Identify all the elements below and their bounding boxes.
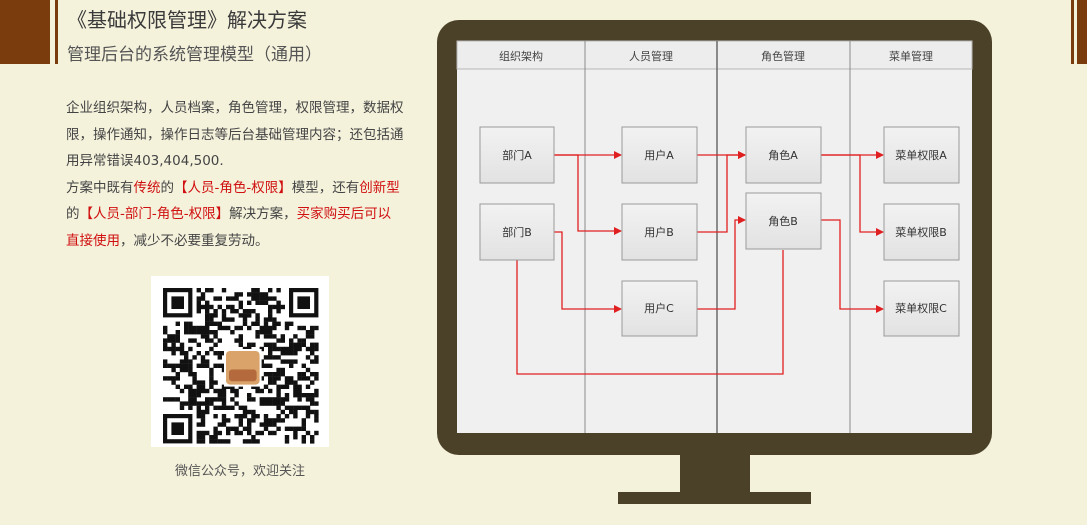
desc-text: 模型，还有 (291, 179, 360, 196)
node-label: 用户A (644, 148, 674, 162)
node-user-a (621, 126, 698, 184)
arrow-userB-roleA (697, 151, 746, 233)
node-label: 部门A (502, 148, 532, 162)
node-label: 用户B (644, 225, 674, 239)
link-deptB-roleB (516, 250, 784, 375)
column-header-roles: 角色管理 (761, 49, 805, 63)
arrow-deptB-userC (554, 231, 622, 313)
node-menu-b (883, 203, 960, 261)
desc-text: 解决方案， (229, 206, 297, 222)
desc-highlight-traditional: 传统 (133, 179, 161, 196)
desc-highlight-innovative: 创新型 (359, 179, 400, 196)
node-menu-a (883, 126, 960, 184)
monitor-neck (680, 455, 750, 493)
node-label: 菜单权限C (895, 302, 947, 315)
desc-highlight-ready-to-use: 买家购买后可以直接使用 (66, 206, 392, 249)
description: 企业组织架构，人员档案，角色管理，权限管理，数据权限，操作通知，操作日志等后台基… (66, 95, 404, 254)
monitor-base (618, 492, 811, 504)
connectors (516, 151, 884, 375)
node-label: 菜单权限A (895, 149, 947, 162)
node-dept-a (479, 126, 555, 184)
node-menu-c (883, 280, 960, 337)
column-header-menus: 菜单管理 (889, 49, 933, 63)
desc-text: 的 (160, 179, 175, 196)
node-dept-b (479, 203, 555, 261)
node-role-a (745, 126, 822, 184)
desc-text: 的 (66, 206, 80, 222)
node-label: 用户C (644, 301, 674, 315)
column-header-users: 人员管理 (629, 49, 673, 63)
desc-text: ，减少不必要重复劳动。 (120, 232, 269, 249)
arrow-deptA-userB (554, 154, 622, 235)
column-header-band (456, 40, 973, 70)
qr-caption: 微信公众号，欢迎关注 (174, 464, 305, 479)
node-label: 角色A (768, 148, 798, 162)
decor-line-left (55, 0, 58, 64)
desc-text: 方案中既有 (66, 179, 134, 196)
qr-code-image (163, 288, 319, 444)
decor-bar-right (1077, 0, 1087, 64)
description-paragraph-1: 企业组织架构，人员档案，角色管理，权限管理，数据权限，操作通知，操作日志等后台基… (66, 100, 404, 169)
arrow-userC-roleB (697, 216, 746, 310)
wechat-qr-code (151, 276, 329, 447)
node-user-b (621, 203, 698, 261)
node-user-c (621, 280, 698, 337)
arrow-roleA-menuB (821, 154, 884, 236)
decor-line-right (1071, 0, 1074, 64)
node-label: 菜单权限B (895, 226, 947, 239)
page-subtitle: 管理后台的系统管理模型（通用） (67, 45, 322, 65)
node-role-b (745, 192, 822, 250)
arrow-roleB-menuC (821, 219, 884, 313)
column-header-org: 组织架构 (499, 49, 543, 63)
desc-highlight-model-1: 【人员-角色-权限】 (174, 179, 292, 196)
decor-bar-left (0, 0, 50, 64)
page-title: 《基础权限管理》解决方案 (67, 8, 307, 32)
node-label: 部门B (502, 225, 532, 239)
desc-highlight-model-2: 【人员-部门-角色-权限】 (79, 206, 230, 222)
description-paragraph-2: 方案中既有传统的【人员-角色-权限】模型，还有创新型的【人员-部门-角色-权限】… (66, 175, 404, 255)
node-label: 角色B (768, 214, 798, 228)
